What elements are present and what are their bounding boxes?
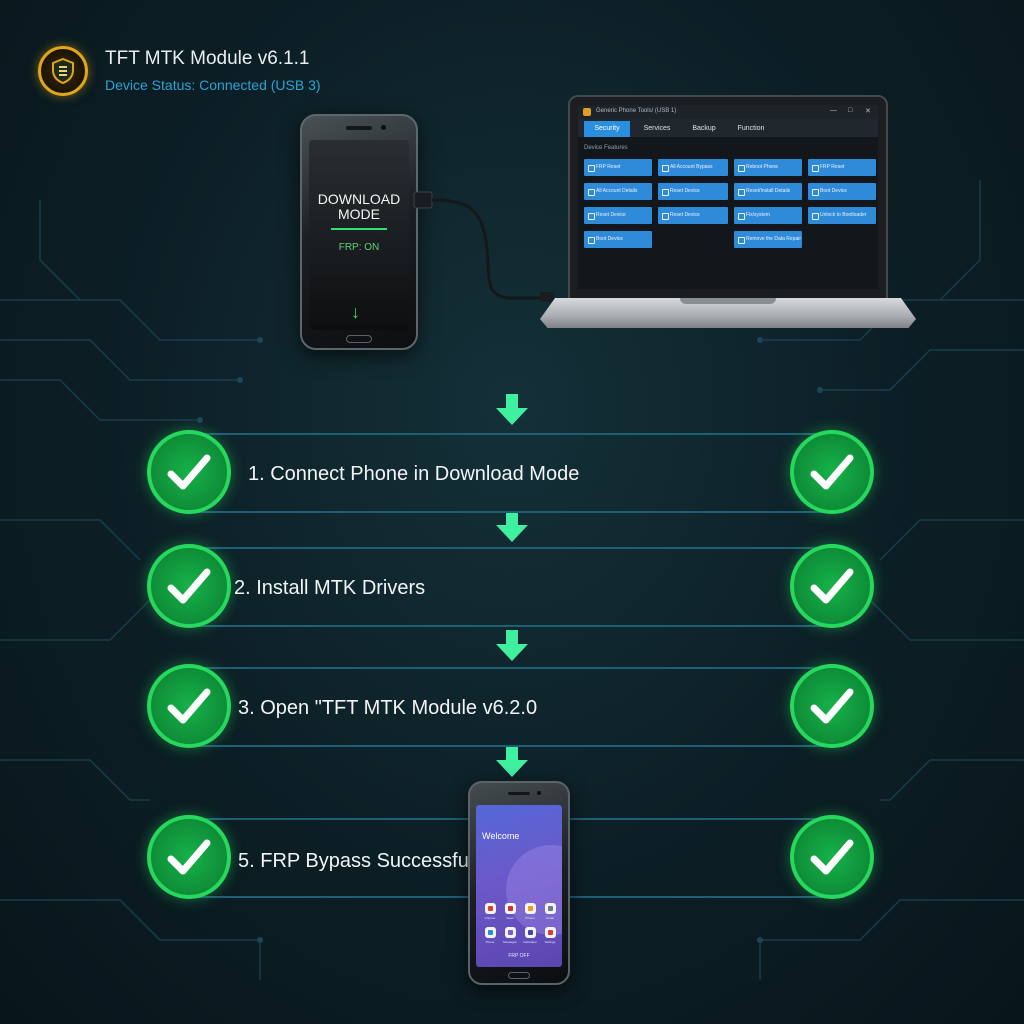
- checkmark-icon: [147, 815, 231, 899]
- phone-camera: [536, 790, 542, 796]
- tab-security[interactable]: Security: [584, 121, 630, 137]
- down-arrow-icon: [496, 511, 528, 542]
- photos-icon[interactable]: [525, 903, 536, 914]
- phone-speaker: [508, 792, 530, 795]
- step-label-2: 2. Install MTK Drivers: [234, 577, 426, 599]
- wallpaper-shape: [506, 845, 562, 935]
- app-window-icon: [583, 108, 591, 116]
- app-label: Chrome: [484, 916, 496, 920]
- news-icon[interactable]: [505, 903, 516, 914]
- phone-unlocked: Welcome Chrome News Photos Email Phone M…: [468, 781, 570, 985]
- feature-button[interactable]: All Account Details: [584, 183, 652, 200]
- feature-button[interactable]: Reset Device: [658, 207, 728, 224]
- feature-button[interactable]: Remove the Data Repair: [734, 231, 802, 248]
- feature-button[interactable]: Reset Device: [584, 207, 652, 224]
- minimize-icon[interactable]: —: [830, 107, 837, 114]
- down-arrow-icon: [496, 630, 528, 661]
- app-tabs: Security Services Backup Function: [578, 119, 878, 137]
- feature-button[interactable]: Fix/system: [734, 207, 802, 224]
- frp-status-on: FRP: ON: [338, 242, 380, 253]
- download-progress-bar: [331, 228, 387, 230]
- messages-icon[interactable]: [505, 927, 516, 938]
- laptop-notch: [680, 298, 776, 304]
- app-window-title: Generic Phone Tools/ (USB 1): [596, 108, 677, 114]
- phone-home-button: [346, 335, 372, 343]
- checkmark-icon: [790, 815, 874, 899]
- shield-icon: [52, 57, 74, 85]
- tab-services[interactable]: Services: [643, 125, 671, 132]
- chrome-icon[interactable]: [485, 903, 496, 914]
- checkmark-icon: [147, 664, 231, 748]
- device-status: Device Status: Connected (USB 3): [105, 77, 321, 93]
- feature-button[interactable]: FRP Reset: [584, 159, 652, 176]
- step-row-2: [180, 547, 844, 627]
- app-label: Settings: [544, 940, 556, 944]
- app-label: Messages: [503, 940, 517, 944]
- feature-button[interactable]: Reset Device: [658, 183, 728, 200]
- laptop: Generic Phone Tools/ (USB 1) — □ ✕ Secur…: [568, 95, 888, 300]
- feature-button[interactable]: Reboot Phone: [734, 159, 802, 176]
- down-arrow-icon: [496, 746, 528, 777]
- section-label: Device Features: [584, 145, 628, 151]
- download-mode-text: DOWNLOAD MODE: [309, 192, 409, 222]
- app-logo: [38, 46, 88, 96]
- phone-home-button: [508, 972, 530, 979]
- email-icon[interactable]: [545, 903, 556, 914]
- download-mode-line2: MODE: [338, 206, 380, 222]
- feature-button[interactable]: All Account Bypass: [658, 159, 728, 176]
- phone-speaker: [346, 126, 372, 130]
- step-label-1: 1. Connect Phone in Download Mode: [248, 463, 580, 485]
- app-label: News: [506, 916, 514, 920]
- checkmark-icon: [147, 430, 231, 514]
- download-mode-line1: DOWNLOAD: [317, 191, 401, 207]
- app-title: TFT MTK Module v6.1.1: [105, 48, 310, 69]
- step-row-1: [180, 433, 844, 513]
- checkmark-icon: [147, 544, 231, 628]
- step-label-5: 5. FRP Bypass Successful: [238, 850, 474, 872]
- phone-camera: [380, 124, 387, 131]
- app-label: Phone: [485, 940, 495, 944]
- phone-home-screen: Welcome Chrome News Photos Email Phone M…: [476, 805, 562, 967]
- phone-screen: DOWNLOAD MODE FRP: ON ↓: [309, 140, 409, 330]
- down-arrow-icon: [496, 394, 528, 425]
- maximize-icon[interactable]: □: [848, 107, 853, 114]
- feature-button[interactable]: Boot Device: [584, 231, 652, 248]
- welcome-text: Welcome: [482, 831, 520, 841]
- phone-download-mode: DOWNLOAD MODE FRP: ON ↓: [300, 114, 418, 350]
- phone-icon[interactable]: [485, 927, 496, 938]
- app-label: Photos: [525, 916, 535, 920]
- feature-button[interactable]: Boot Device: [808, 183, 876, 200]
- settings-icon[interactable]: [545, 927, 556, 938]
- feature-button[interactable]: Reset/Install Details: [734, 183, 802, 200]
- calculator-icon[interactable]: [525, 927, 536, 938]
- app-label: Email: [546, 916, 554, 920]
- laptop-screen: Generic Phone Tools/ (USB 1) — □ ✕ Secur…: [578, 105, 878, 289]
- feature-button[interactable]: Unlock to Bootloader: [808, 207, 876, 224]
- frp-status-off: FRP OFF: [508, 953, 530, 959]
- close-icon[interactable]: ✕: [865, 108, 871, 115]
- download-arrow-icon: ↓: [351, 302, 360, 322]
- feature-button[interactable]: FRP Reset: [808, 159, 876, 176]
- checkmark-icon: [790, 430, 874, 514]
- app-window-titlebar: Generic Phone Tools/ (USB 1) — □ ✕: [578, 105, 878, 119]
- tab-function[interactable]: Function: [737, 125, 765, 132]
- step-row-3: [180, 667, 844, 747]
- checkmark-icon: [790, 544, 874, 628]
- app-label: Calculator: [523, 940, 537, 944]
- tab-backup[interactable]: Backup: [692, 125, 716, 132]
- step-label-3: 3. Open "TFT MTK Module v6.2.0: [238, 697, 538, 719]
- checkmark-icon: [790, 664, 874, 748]
